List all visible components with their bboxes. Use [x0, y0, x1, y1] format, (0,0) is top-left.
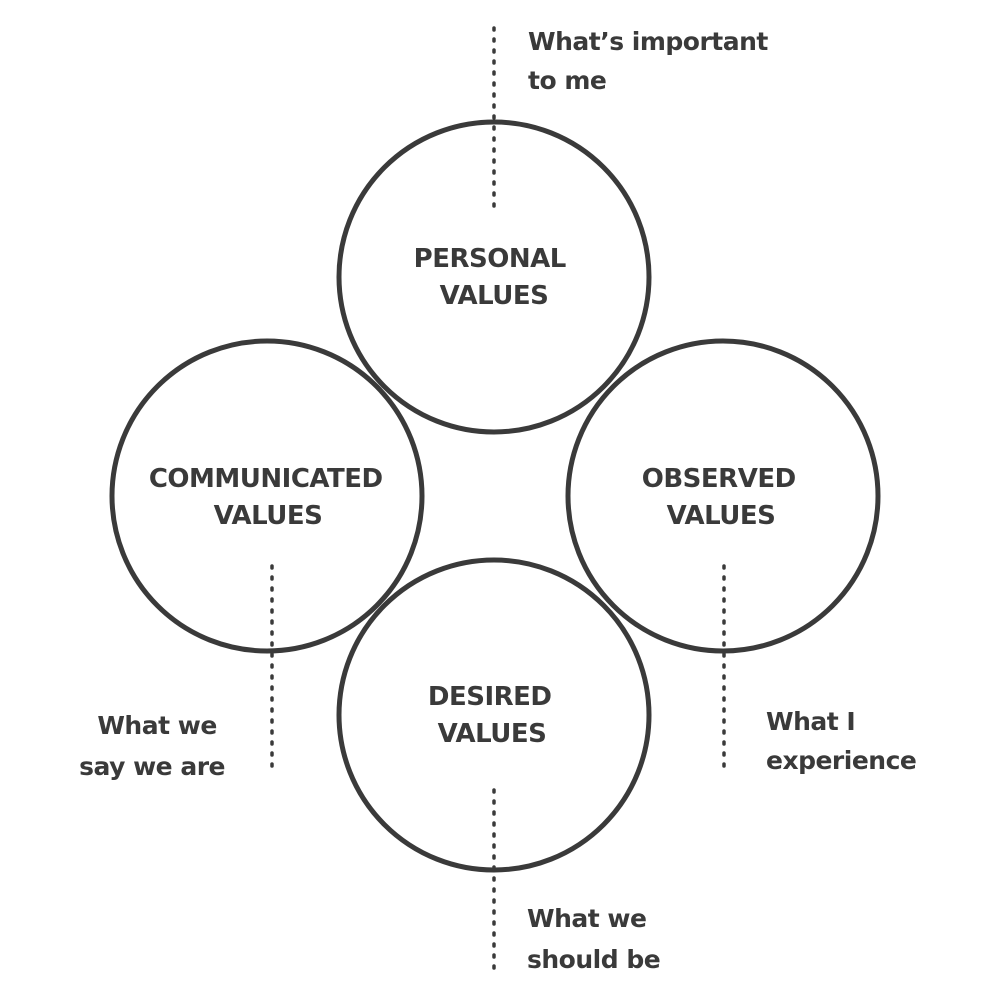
communicated-values-circle	[109, 338, 425, 654]
observed-values-circle	[565, 338, 881, 654]
personal-note-line2: to me	[528, 66, 606, 95]
communicated-note: What we say we are	[79, 711, 225, 781]
communicated-values-label: COMMUNICATED VALUES	[149, 464, 391, 531]
communicated-note-line1: What we	[97, 711, 216, 740]
desired-note-line2: should be	[527, 945, 660, 974]
personal-values-circle	[336, 119, 652, 435]
observed-note: What I experience	[766, 707, 916, 775]
desired-note: What we should be	[527, 904, 660, 974]
personal-values-label-line2: VALUES	[440, 281, 549, 311]
desired-note-line1: What we	[527, 904, 646, 933]
desired-values-label: DESIRED VALUES	[428, 682, 560, 749]
observed-note-line1: What I	[766, 707, 855, 736]
personal-values-label: PERSONAL VALUES	[414, 244, 575, 311]
observed-note-line2: experience	[766, 746, 916, 775]
observed-values-label: OBSERVED VALUES	[642, 464, 804, 531]
desired-values-label-line2: VALUES	[438, 719, 547, 749]
personal-values-label-line1: PERSONAL	[414, 244, 566, 274]
communicated-values-label-line1: COMMUNICATED	[149, 464, 383, 494]
personal-note: What’s important to me	[528, 27, 776, 95]
observed-values-label-line1: OBSERVED	[642, 464, 796, 494]
communicated-values-label-line2: VALUES	[214, 501, 323, 531]
communicated-note-line2: say we are	[79, 752, 225, 781]
observed-values-label-line2: VALUES	[667, 501, 776, 531]
desired-values-label-line1: DESIRED	[428, 682, 552, 712]
personal-note-line1: What’s important	[528, 27, 768, 56]
